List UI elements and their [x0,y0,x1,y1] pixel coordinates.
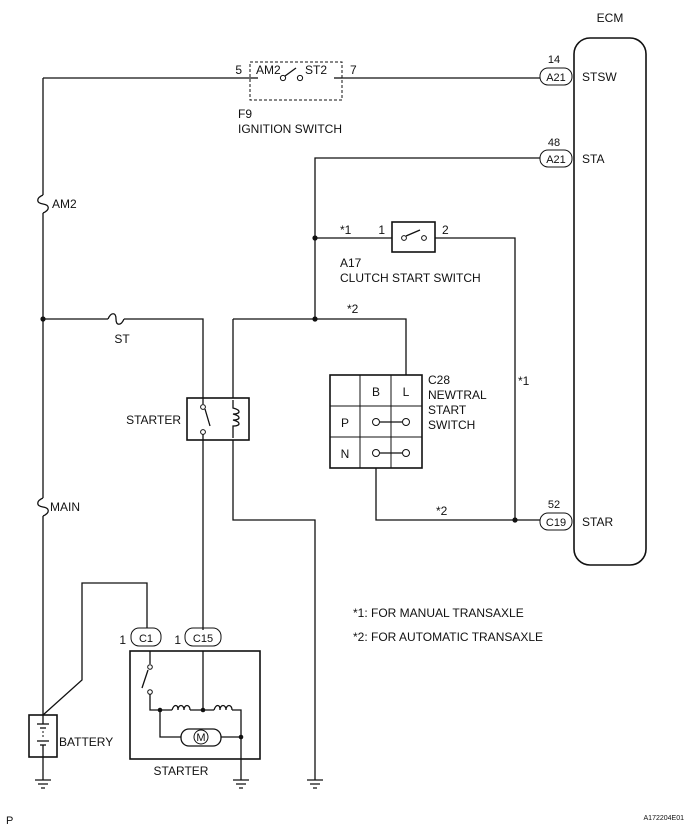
component-code: C28 [428,373,450,387]
pin-right: 2 [442,223,449,237]
contact-left: AM2 [256,63,281,77]
fuse-label: ST [114,332,130,346]
starter-motor: 1 C1 1 C15 M STARTER [119,627,261,780]
connector-badge [539,67,573,86]
ground-battery [35,757,51,789]
component-name-3: SWITCH [428,418,475,432]
contact-right: ST2 [305,63,327,77]
starter-relay: STARTER [126,397,250,441]
column-l: L [403,385,410,399]
option-mark: *1 [340,223,352,237]
component-name: CLUTCH START SWITCH [340,271,481,285]
pin-number: 48 [548,137,560,149]
motor-symbol: M [196,732,205,744]
ground-relay [307,779,323,789]
ecm-box [573,37,647,566]
wire-mark-bottom: *2 [436,504,448,518]
ecm-pin-stsw: 14 A21 STSW [539,54,617,86]
row-p: P [341,416,349,430]
row-n: N [341,447,350,461]
pin-name: STAR [582,515,613,529]
connector-code: A21 [546,72,566,84]
battery-label: BATTERY [59,735,113,749]
pin-number: 52 [548,499,560,511]
clutch-start-switch: 1 2 *1 A17 CLUTCH START SWITCH [340,221,481,285]
pin-name: STSW [582,70,617,84]
relay-label: STARTER [126,413,181,427]
fuse-am2: AM2 [37,194,77,214]
ecm-title: ECM [597,11,624,25]
c15-pin: 1 [174,633,181,647]
ground-starter [233,779,249,789]
start-signal-wiring [232,157,540,780]
connector-badge [539,512,573,531]
note-manual: *1: FOR MANUAL TRANSAXLE [353,606,524,620]
connector-code: C19 [546,517,566,529]
fuse-st: ST [107,313,130,346]
fuse-main: MAIN [37,497,80,517]
footer-left: P [6,815,13,827]
option-mark: *2 [347,302,359,316]
component-name: IGNITION SWITCH [238,122,342,136]
component-code: A17 [340,256,362,270]
pin-right: 7 [350,63,357,77]
starter-label: STARTER [154,764,209,778]
pin-left: 1 [378,223,385,237]
ignition-switch: 5 AM2 ST2 7 F9 IGNITION SWITCH [235,61,357,136]
c1-pin: 1 [119,633,126,647]
fuse-label: MAIN [50,500,80,514]
pin-number: 14 [548,54,560,66]
power-wiring [40,77,540,715]
note-automatic: *2: FOR AUTOMATIC TRANSAXLE [353,630,543,644]
connector-code: A21 [546,154,566,166]
pin-name: STA [582,152,604,166]
fuse-label: AM2 [52,197,77,211]
c1-code: C1 [139,633,153,645]
column-b: B [372,385,380,399]
component-name-1: NEWTRAL [428,388,487,402]
c15-code: C15 [193,633,213,645]
battery-to-starter-wire [42,582,148,716]
component-name-2: START [428,403,467,417]
neutral-start-switch: B L P N C28 NEWTRAL START SWITCH *2 [329,302,487,469]
wire-mark-vertical: *1 [518,374,530,388]
ecm-pin-sta: 48 A21 STA [539,137,604,168]
battery: BATTERY [28,714,113,758]
component-code: F9 [238,107,252,121]
footer-code: A172204E01 [644,815,685,822]
ecm-unit: ECM [573,11,647,566]
pin-left: 5 [235,63,242,77]
ecm-pin-star: 52 C19 STAR [539,499,613,531]
